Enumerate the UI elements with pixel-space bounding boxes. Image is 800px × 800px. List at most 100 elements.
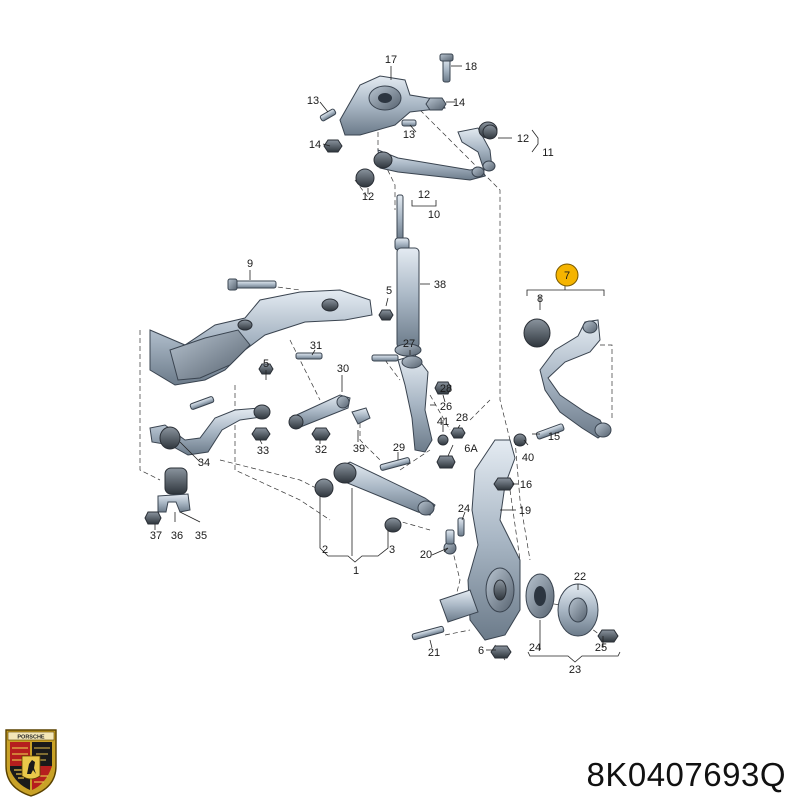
hub-bolt-25 [597,629,619,643]
callout-30: 30 [337,363,349,375]
stabilizer-bar-34 [149,404,271,456]
leader-lines [154,65,621,663]
callout-41: 41 [437,416,449,428]
bolt-13-left [319,108,337,122]
nut-5-b [258,363,274,375]
bushing-12-b [482,124,498,140]
callout-7: 7 [564,270,570,282]
callout-28-upper: 28 [440,383,452,395]
callout-26: 26 [440,401,452,413]
callout-6: 6 [478,645,484,657]
subframe [149,289,373,386]
bolt-9 [227,278,277,291]
nut-28-b [450,427,466,439]
control-arm-7 [523,318,612,439]
callout-22: 22 [574,571,586,583]
bushing-35 [164,467,188,495]
callout-17: 17 [385,54,397,66]
nut-28-a [434,381,452,395]
callout-20: 20 [420,549,432,561]
callout-5-lower: 5 [263,358,269,370]
porsche-crest-logo: PORSCHE [5,729,57,797]
callout-31: 31 [310,340,322,352]
washer-41 [437,434,449,446]
callout-33: 33 [257,445,269,457]
callout-10: 10 [428,209,440,221]
nut-37 [144,511,162,525]
upper-mount-bracket [339,75,446,136]
wheel-hub-22 [557,583,599,637]
callout-labels: 17 18 13 13 14 14 12 11 12 12 10 9 38 5 … [150,54,607,676]
bolt-15 [535,423,565,440]
callout-24-upper: 24 [458,503,470,515]
callout-12-mid: 12 [418,189,430,201]
callout-32: 32 [315,444,327,456]
nut-6a [436,455,456,469]
nut-14-right [425,97,447,111]
wheel-bearing-housing-19 [439,439,521,641]
bolt-31 [295,352,323,360]
nut-33 [251,427,271,441]
bolt-24-upper [457,517,465,537]
callout-23: 23 [569,664,581,676]
bushing-3 [384,517,402,533]
bolt-18 [439,53,454,83]
bolt-13-right [401,119,417,127]
callout-36: 36 [171,530,183,542]
callout-3: 3 [389,544,395,556]
bolt-27 [371,354,399,362]
callout-9: 9 [247,258,253,270]
callout-6a: 6A [464,443,478,455]
lower-link-1 [333,461,436,516]
nut-6 [490,645,512,659]
nut-32 [311,427,331,441]
callout-19: 19 [519,505,531,517]
highlight-badge-7 [555,263,579,287]
wheel-bearing-24 [525,573,555,619]
callout-14-right: 14 [453,97,465,109]
callout-2: 2 [322,544,328,556]
callout-40: 40 [522,452,534,464]
callout-12-right: 12 [517,133,529,145]
callout-8: 8 [537,293,543,305]
bushing-2 [314,478,334,498]
callout-24-lower: 24 [529,642,541,654]
callout-28-lower: 28 [456,412,468,424]
bushing-12-a [355,168,375,188]
callout-15: 15 [548,431,560,443]
part-number: 8K0407693Q [586,756,786,793]
callout-29: 29 [393,442,405,454]
bolt-29 [379,457,411,471]
callout-5-upper: 5 [386,285,392,297]
nut-5-a [378,309,394,321]
callout-25: 25 [595,642,607,654]
callout-38: 38 [434,279,446,291]
bolt-21 [411,625,445,641]
nut-14-left [323,139,343,153]
strut-fork-26 [397,354,433,453]
callout-13-right: 13 [403,129,415,141]
callout-18: 18 [465,61,477,73]
nut-16 [493,477,515,491]
callout-1: 1 [353,565,359,577]
callout-14-left: 14 [309,139,321,151]
callout-21: 21 [428,647,440,659]
callout-34: 34 [198,457,210,469]
coupling-link-30 [288,394,351,430]
callout-39: 39 [353,443,365,455]
clamp-36 [157,493,191,513]
nut-39 [351,407,371,425]
upper-link-10 [373,149,486,181]
callout-12-left: 12 [362,191,374,203]
bolt-bar-mount [189,396,215,410]
callout-13-left: 13 [307,95,319,107]
callout-27: 27 [403,338,415,350]
callout-37: 37 [150,530,162,542]
shock-absorber-38 [394,194,422,357]
nut-40 [513,433,527,447]
bolt-20 [443,529,457,555]
callout-16: 16 [520,479,532,491]
svg-text:PORSCHE: PORSCHE [17,735,45,741]
callout-35: 35 [195,530,207,542]
